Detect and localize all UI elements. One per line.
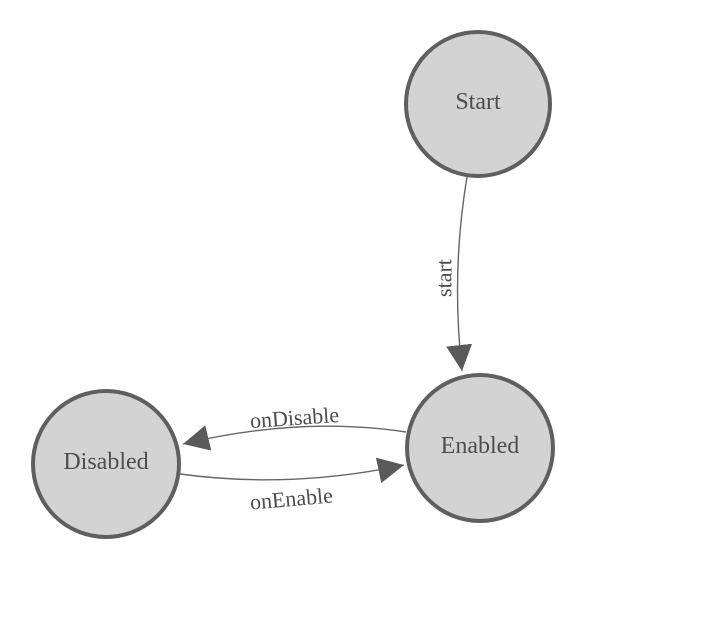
state-node-enabled [405,373,555,523]
edge-start-to-enabled [446,176,473,372]
edge-label-start: start [432,259,457,297]
state-node-enabled-label: Enabled [441,433,520,459]
edge-enabled-to-disabled [182,425,407,451]
state-node-disabled-label: Disabled [63,449,148,475]
edge-label-ondisable: onDisable [249,402,340,433]
edge-label-onenable: onEnable [249,482,334,514]
state-node-disabled [31,389,181,539]
state-node-start [404,30,552,178]
state-node-start-label: Start [455,89,501,115]
edge-disabled-to-enabled [179,457,405,484]
